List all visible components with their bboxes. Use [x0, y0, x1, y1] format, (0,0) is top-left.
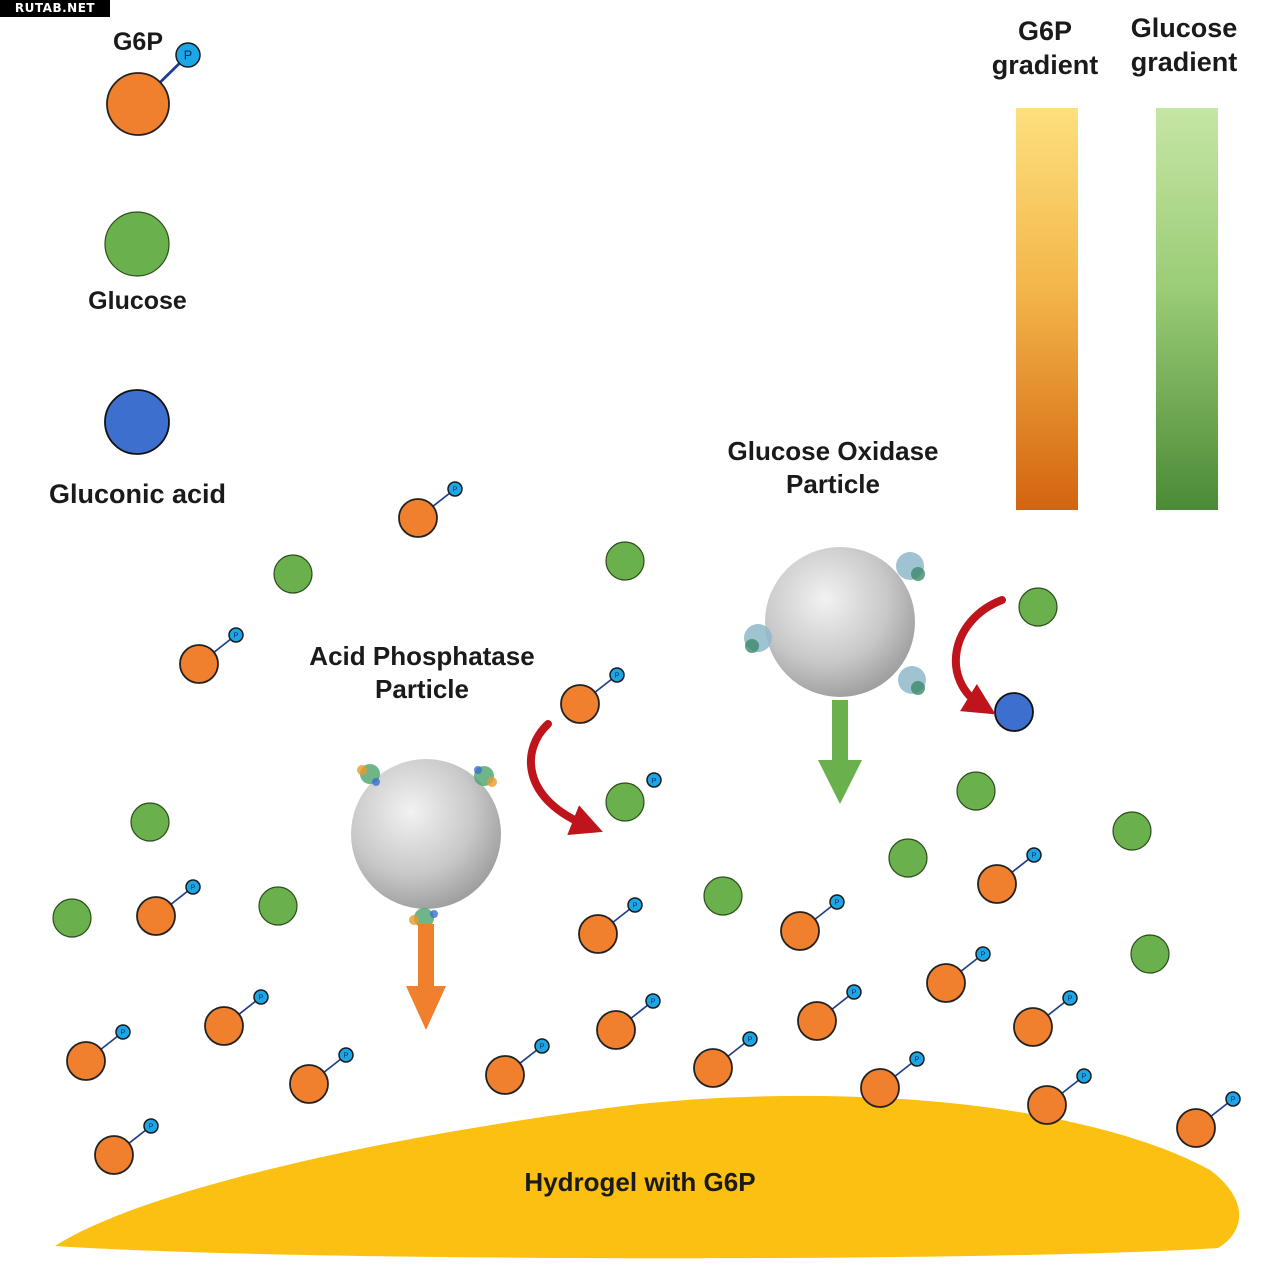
legend-g6p-label: G6P	[112, 28, 164, 56]
glucose-molecule	[258, 886, 298, 926]
svg-text:P: P	[344, 1051, 349, 1060]
svg-text:P: P	[1082, 1072, 1087, 1081]
g6p-gradient-title: G6P gradient	[991, 16, 1099, 80]
svg-text:P: P	[453, 485, 458, 494]
svg-text:P: P	[540, 1042, 545, 1051]
g6p-molecule: P	[578, 897, 643, 954]
green-down-arrow	[818, 700, 862, 804]
molecule-field: P P P P P P P P P P P P P P P P P P P P P P	[52, 42, 1241, 1175]
glucose-gradient-bar	[1156, 108, 1218, 510]
g6p-molecule: P	[1013, 990, 1078, 1047]
g6p-gradient-bar	[1016, 108, 1078, 510]
g6p-molecule: P	[66, 1024, 131, 1081]
glucose-oxidase-label: Glucose Oxidase Particle	[727, 436, 939, 499]
svg-text:P: P	[1231, 1095, 1236, 1104]
g6p-molecule: P	[136, 879, 201, 936]
glucose-molecule	[888, 838, 928, 878]
g6p-molecule: P	[485, 1038, 550, 1095]
g6p-molecule: P	[289, 1047, 354, 1104]
enzyme-cluster-icon	[744, 552, 926, 695]
watermark: RUTAB.NET	[0, 0, 110, 17]
glucose-molecule	[1130, 934, 1170, 974]
orange-down-arrow	[406, 924, 446, 1030]
g6p-molecule: P	[106, 42, 201, 136]
g6p-molecule: P	[204, 989, 269, 1046]
legend-gluconic-acid-label: Gluconic acid	[48, 479, 227, 509]
glucose-molecule	[52, 898, 92, 938]
legend-glucose-label: Glucose	[88, 287, 187, 315]
svg-text:P: P	[915, 1055, 920, 1064]
g6p-molecule: P	[797, 984, 862, 1041]
g6p-molecule: P	[398, 481, 463, 538]
svg-text:P: P	[651, 776, 656, 785]
svg-text:P: P	[615, 671, 620, 680]
glucose-molecule	[605, 782, 645, 822]
glucose-molecule	[605, 541, 645, 581]
acid-phosphatase-label: Acid Phosphatase Particle	[309, 641, 535, 704]
enzyme-cluster-icon	[357, 764, 497, 928]
svg-text:P: P	[191, 883, 196, 892]
glucose-molecule	[1018, 587, 1058, 627]
svg-text:P: P	[981, 950, 986, 959]
svg-text:P: P	[748, 1035, 753, 1044]
svg-text:P: P	[1032, 851, 1037, 860]
svg-text:P: P	[835, 898, 840, 907]
g6p-molecule: P	[693, 1031, 758, 1088]
hydrogel-blob	[55, 1095, 1240, 1259]
g6p-molecule: P	[977, 847, 1042, 904]
g6p-molecule: P	[94, 1118, 159, 1175]
svg-text:P: P	[259, 993, 264, 1002]
g6p-molecule: P	[780, 894, 845, 951]
phosphate-icon: P	[646, 772, 662, 788]
glucose-molecule	[104, 211, 170, 277]
glucose-molecule	[703, 876, 743, 916]
svg-text:P: P	[234, 631, 239, 640]
svg-text:P: P	[633, 901, 638, 910]
g6p-molecule: P	[1027, 1068, 1092, 1125]
glucose-molecule	[130, 802, 170, 842]
oxidase-reaction-arrow	[952, 596, 1006, 715]
hydrogel-label: Hydrogel with G6P	[524, 1167, 756, 1197]
acid-phosphatase-particle	[351, 759, 501, 928]
svg-text:P: P	[149, 1122, 154, 1131]
gluconic-acid-molecule	[104, 389, 170, 455]
glucose-oxidase-particle	[744, 547, 926, 697]
gluconic-acid-molecule	[994, 692, 1034, 732]
svg-text:P: P	[121, 1028, 126, 1037]
g6p-molecule: P	[179, 627, 244, 684]
glucose-molecule	[273, 554, 313, 594]
svg-text:P: P	[1068, 994, 1073, 1003]
svg-text:P: P	[651, 997, 656, 1006]
glucose-molecule	[956, 771, 996, 811]
g6p-molecule: P	[926, 946, 991, 1003]
g6p-molecule: P	[596, 993, 661, 1050]
svg-text:P: P	[852, 988, 857, 997]
g6p-molecule: P	[560, 667, 625, 724]
glucose-gradient-title: Glucose gradient	[1130, 13, 1238, 77]
svg-text:P: P	[184, 49, 192, 63]
glucose-molecule	[1112, 811, 1152, 851]
phosphatase-reaction-arrow	[526, 720, 603, 836]
g6p-molecule: P	[1176, 1091, 1241, 1148]
g6p-molecule: P	[860, 1051, 925, 1108]
